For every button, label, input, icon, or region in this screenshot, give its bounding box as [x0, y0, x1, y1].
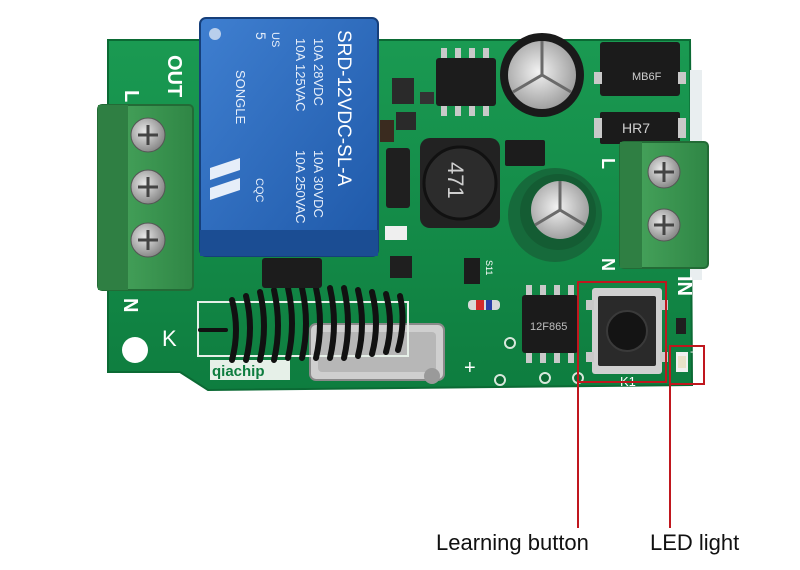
input-terminal-block — [619, 141, 709, 269]
relay-rating-2: 10A 30VDC — [311, 150, 326, 218]
relay-brand: SONGLE — [233, 70, 248, 125]
terminal-out-l: L — [120, 90, 142, 102]
relay-rating-1: 10A 250VAC — [293, 150, 308, 223]
coil-antenna — [198, 285, 406, 363]
songle-logo-icon — [210, 158, 240, 200]
led-plus-mark: + — [690, 345, 697, 359]
inductor-code: 471 — [443, 162, 468, 199]
relay-pins: 5 — [253, 32, 269, 40]
led-light — [676, 352, 688, 372]
inductor: 471 — [420, 138, 500, 228]
terminal-in-label: IN — [673, 276, 695, 296]
brand-plate — [210, 360, 290, 380]
rectifier: MB6F — [594, 42, 686, 96]
signal-diode — [468, 300, 500, 310]
terminal-out-n: N — [119, 298, 141, 312]
chip-code: 12F865 — [530, 321, 567, 333]
terminal-in-l: L — [598, 158, 618, 169]
led-light-highlight — [669, 345, 705, 385]
diode: HR7 — [594, 112, 686, 144]
output-terminal-block — [97, 104, 194, 291]
rectifier-code: MB6F — [632, 71, 662, 83]
learning-button-caption: Learning button — [436, 530, 589, 555]
decoder-chip: 12F865 — [522, 285, 578, 363]
relay-rating-4: 10A 28VDC — [311, 38, 326, 106]
capacitor-black — [500, 33, 584, 117]
smd-component — [464, 258, 480, 284]
led-light-caption: LED light — [650, 530, 740, 555]
smd-component — [676, 318, 686, 334]
relay: SONGLE CQC 5 US 10A 250VAC 10A 30VDC 10A… — [199, 17, 379, 257]
mounting-hole — [122, 337, 148, 363]
diode-code: HR7 — [622, 120, 650, 136]
small-components — [380, 48, 496, 278]
small-code: S11 — [484, 260, 494, 275]
terminal-in-n: N — [598, 258, 618, 271]
relay-cert: CQC — [253, 178, 265, 203]
learning-button-highlight — [577, 281, 667, 383]
terminal-out-label: OUT — [163, 55, 185, 97]
plus-mark: + — [464, 357, 476, 379]
capacitor-green — [508, 168, 602, 262]
smd-component — [505, 140, 545, 166]
rf-component — [262, 258, 322, 288]
antenna-label: K — [162, 326, 177, 351]
silk-brand: qiachip — [212, 363, 265, 380]
relay-model: SRD-12VDC-SL-A — [333, 30, 354, 187]
relay-rating-3: 10A 125VAC — [293, 38, 308, 111]
learning-button[interactable] — [586, 288, 668, 374]
relay-mark: US — [269, 32, 281, 47]
